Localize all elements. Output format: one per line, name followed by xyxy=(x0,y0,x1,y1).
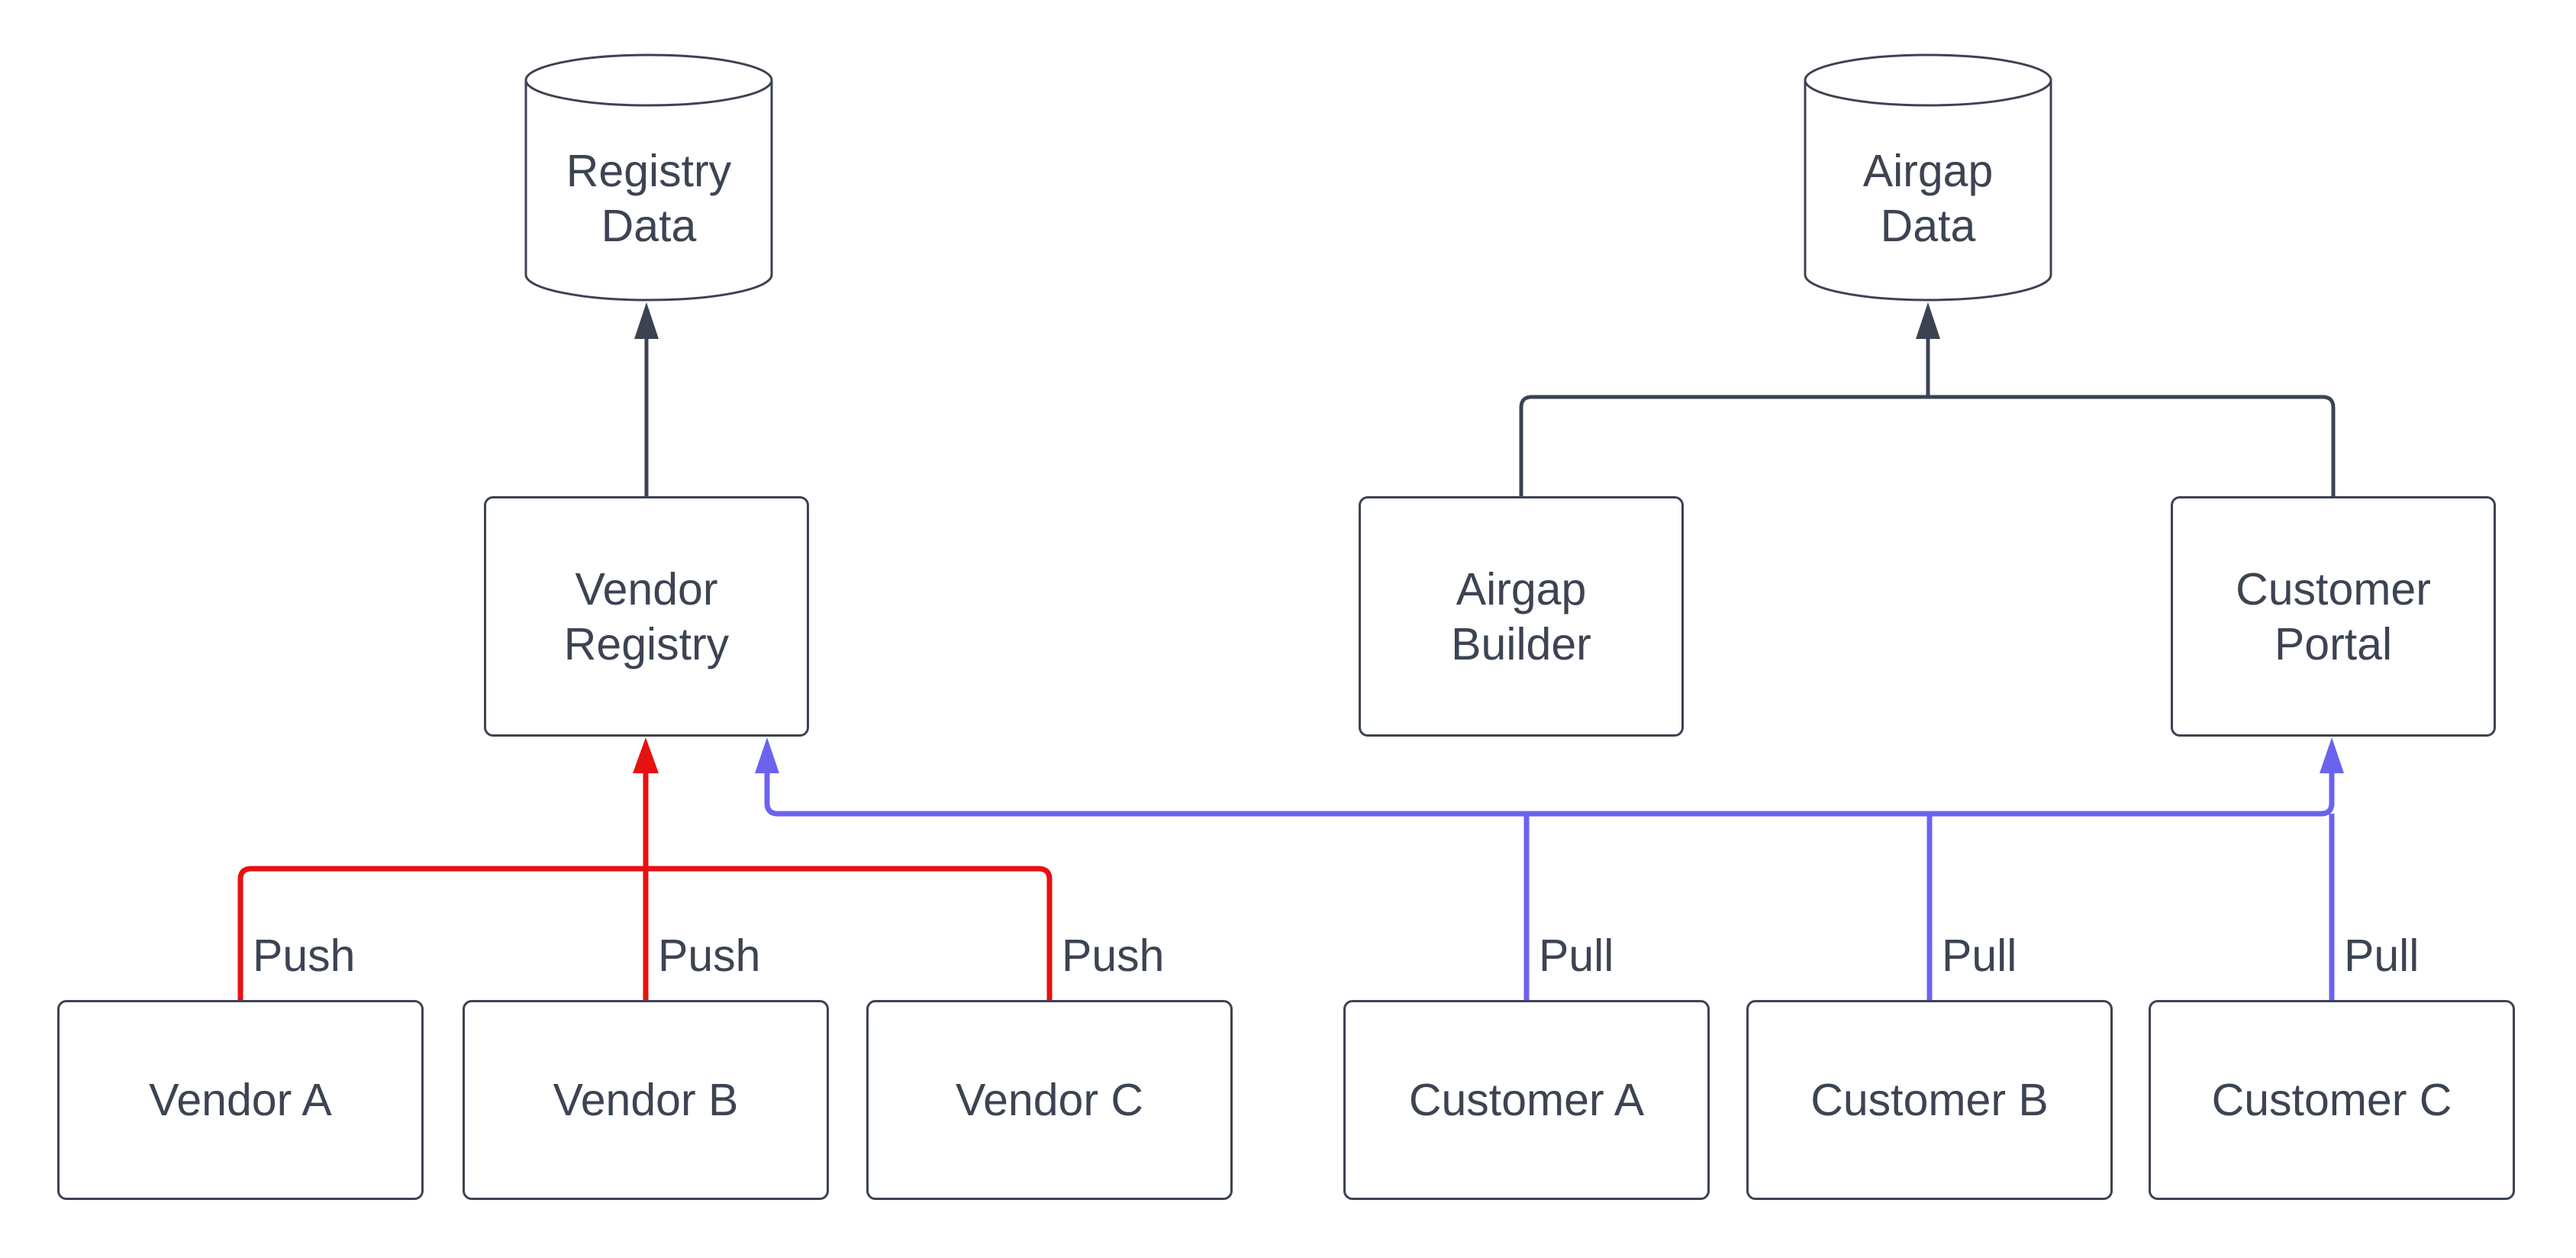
edge-pull-bus xyxy=(764,772,2335,817)
airgap-data-cylinder xyxy=(1804,53,2052,302)
registry-data-label: Registry Data xyxy=(566,146,732,251)
registry-data-cylinder xyxy=(524,53,773,302)
airgap-data-label: Airgap Data xyxy=(1862,146,1994,251)
pull-label-customer-c: Pull xyxy=(2344,931,2420,981)
arrowhead-push-vendor-registry xyxy=(633,737,659,773)
vendor-a-node: Vendor A xyxy=(57,1000,424,1200)
pull-label-customer-b: Pull xyxy=(1942,931,2017,981)
arrowhead-pull-customer-portal xyxy=(2320,737,2344,773)
vendor-b-node: Vendor B xyxy=(463,1000,829,1200)
customer-portal-node: Customer Portal xyxy=(2171,496,2496,737)
customer-b-node: Customer B xyxy=(1746,1000,2113,1200)
airgap-builder-node: Airgap Builder xyxy=(1359,496,1684,737)
edge-builder-portal-junction xyxy=(1519,395,2336,496)
push-label-vendor-b: Push xyxy=(658,931,761,981)
arrowhead-registry-data xyxy=(634,302,659,339)
customer-c-node: Customer C xyxy=(2149,1000,2515,1200)
customer-a-node: Customer A xyxy=(1343,1000,1710,1200)
vendor-c-node: Vendor C xyxy=(866,1000,1233,1200)
pull-label-customer-a: Pull xyxy=(1539,931,1614,981)
arrowhead-pull-vendor-registry xyxy=(755,737,779,773)
vendor-registry-node: Vendor Registry xyxy=(484,496,809,737)
push-label-vendor-c: Push xyxy=(1062,931,1165,981)
push-label-vendor-a: Push xyxy=(253,931,356,981)
arrowhead-airgap-data xyxy=(1916,302,1940,339)
